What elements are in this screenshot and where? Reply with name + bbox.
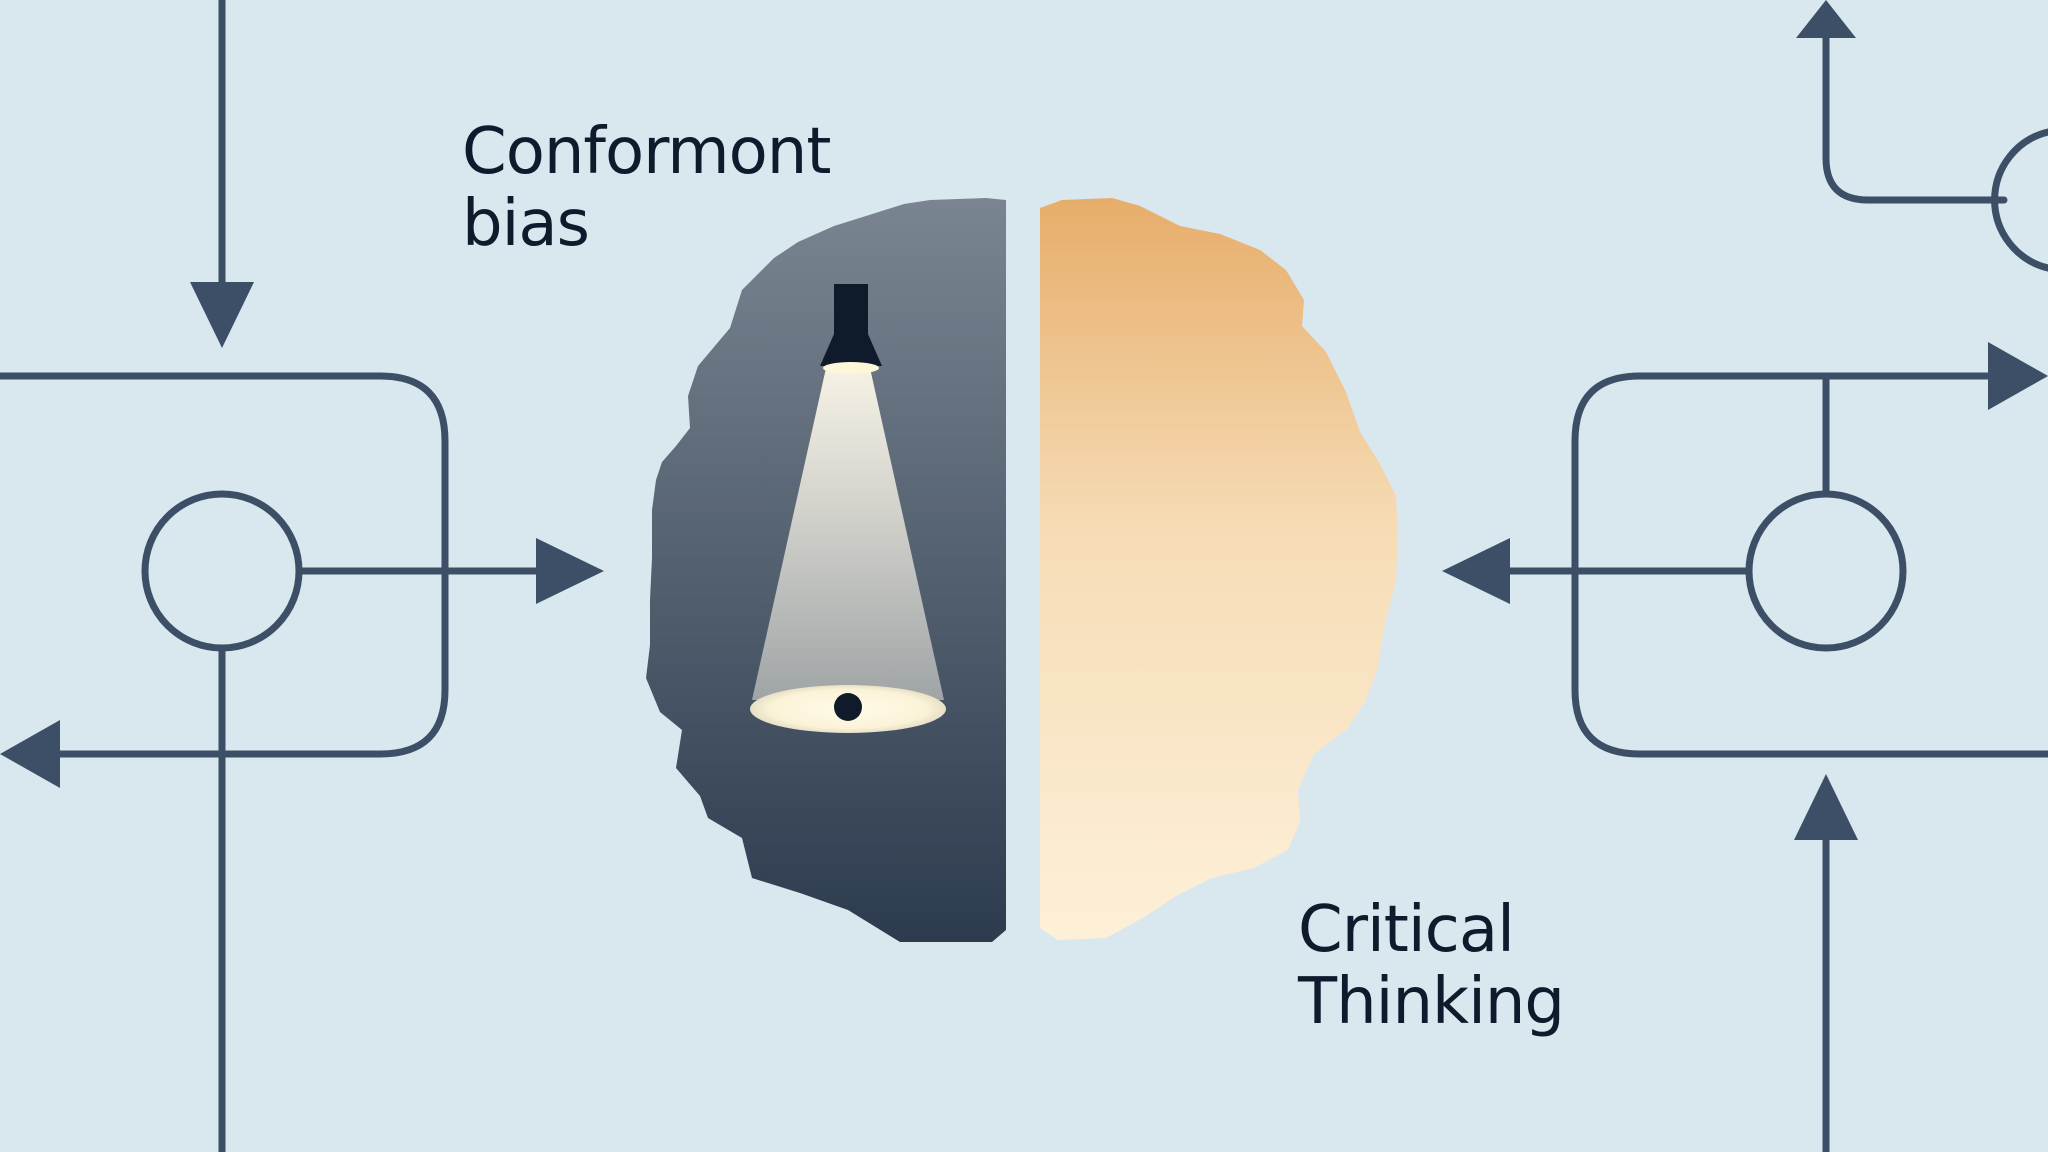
right-top-connector	[1822, 26, 2008, 204]
right-node-circle	[1745, 490, 1907, 652]
right-arrowheads	[1442, 0, 2048, 840]
left-node-circle	[141, 490, 303, 652]
critical-thinking-line1: Critical	[1298, 893, 1515, 967]
right-flow-network	[1486, 26, 2048, 1152]
left-arrowheads	[0, 282, 604, 788]
brain-right-half	[1040, 198, 1398, 940]
arrow-up-icon	[1794, 774, 1858, 840]
arrow-up-icon	[1796, 0, 1856, 38]
right-partial-circle	[1991, 128, 2048, 272]
arrow-right-icon	[536, 538, 604, 604]
conformont-bias-label: Conformont bias	[462, 115, 831, 261]
spotlight-lamp-icon	[750, 284, 946, 733]
conformont-bias-line2: bias	[462, 187, 590, 261]
arrow-right-icon	[1988, 342, 2048, 410]
conformont-bias-line1: Conformont	[462, 115, 831, 189]
spotlight-lamp-glow	[823, 362, 879, 374]
left-flow-network	[0, 0, 554, 1152]
spotlight-beam	[752, 368, 944, 700]
critical-thinking-line2: Thinking	[1298, 965, 1565, 1039]
arrow-left-icon	[0, 720, 60, 788]
arrow-down-icon	[190, 282, 254, 348]
eye-dot-icon	[834, 693, 862, 721]
arrow-left-icon	[1442, 538, 1510, 604]
right-rounded-frame	[1571, 372, 2048, 758]
critical-thinking-label: Critical Thinking	[1298, 893, 1565, 1039]
spotlight-lamp-body	[820, 284, 882, 366]
left-rounded-frame	[0, 372, 449, 758]
